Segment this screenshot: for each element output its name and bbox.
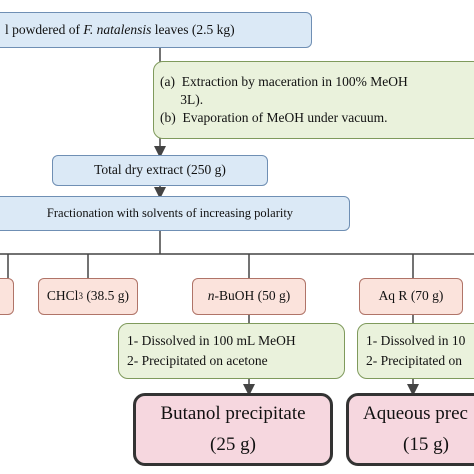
total-extract-label: Total dry extract (250 g) bbox=[94, 162, 226, 178]
total-extract-box: Total dry extract (250 g) bbox=[52, 155, 268, 186]
aqueous-precipitate-name: Aqueous prec bbox=[363, 403, 468, 425]
butanol-step-2: 2- Precipitated on acetone bbox=[127, 353, 268, 368]
butanol-precipitate-amount: (25 g) bbox=[210, 433, 256, 455]
fraction-nbuoh-box: n-BuOH (50 g) bbox=[192, 278, 306, 315]
extraction-note-b: (b) Evaporation of MeOH under vacuum. bbox=[160, 110, 388, 126]
fraction-left-partial-box bbox=[0, 278, 14, 315]
butanol-step-1: 1- Dissolved in 100 mL MeOH bbox=[127, 333, 296, 349]
nbuoh-suffix: -BuOH (50 g) bbox=[214, 288, 291, 304]
aqueous-precipitate-amount: (15 g) bbox=[403, 433, 449, 455]
aqueous-step-2: 2- Precipitated on bbox=[366, 353, 462, 368]
fractionation-label: Fractionation with solvents of increasin… bbox=[46, 206, 294, 220]
aqr-label: Aq R (70 g) bbox=[378, 288, 444, 304]
butanol-steps-box: 1- Dissolved in 100 mL MeOH 2- Precipita… bbox=[118, 323, 345, 379]
start-material-suffix: leaves (2.5 kg) bbox=[151, 21, 235, 37]
start-material-species: F. natalensis bbox=[83, 21, 152, 37]
chcl3-prefix: CHCl bbox=[46, 288, 79, 304]
aqueous-step-1: 1- Dissolved in 10 bbox=[366, 333, 466, 349]
chcl3-suffix: (38.5 g) bbox=[82, 288, 130, 304]
start-material-prefix: l powdered of bbox=[5, 21, 84, 37]
extraction-notes-box: (a) Extraction by maceration in 100% MeO… bbox=[153, 61, 474, 139]
fractionation-box: Fractionation with solvents of increasin… bbox=[0, 196, 350, 231]
aqueous-steps-box: 1- Dissolved in 10 2- Precipitated on bbox=[357, 323, 474, 379]
chcl3-subscript: 3 bbox=[78, 291, 83, 302]
butanol-precipitate-name: Butanol precipitate bbox=[160, 403, 306, 425]
butanol-precipitate-box: Butanol precipitate (25 g) bbox=[133, 393, 333, 466]
extraction-note-a: (a) Extraction by maceration in 100% MeO… bbox=[160, 73, 408, 89]
aqueous-precipitate-box: Aqueous prec (15 g) bbox=[346, 393, 474, 466]
extraction-note-a-cont: 3L). bbox=[160, 91, 204, 107]
fraction-aqr-box: Aq R (70 g) bbox=[359, 278, 463, 315]
nbuoh-italic: n bbox=[207, 288, 215, 304]
start-material-box: l powdered of F. natalensis leaves (2.5 … bbox=[0, 12, 312, 48]
